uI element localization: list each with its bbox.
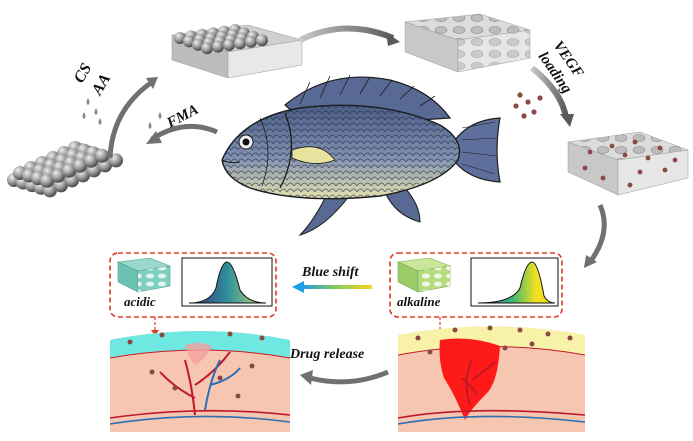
alkaline-scaffold-icon bbox=[396, 257, 452, 293]
blue-shift-bar bbox=[302, 285, 372, 289]
acidic-spectrum-plot bbox=[181, 257, 273, 307]
acidic-label: acidic bbox=[124, 294, 156, 309]
acidic-panel: acidic bbox=[109, 252, 277, 318]
blue-shift-arrowhead bbox=[292, 281, 304, 293]
top-arrow bbox=[298, 25, 395, 43]
cs-aa-arrow bbox=[107, 79, 154, 159]
template-sphere bbox=[234, 37, 246, 50]
template-sphere bbox=[223, 39, 235, 51]
blue-shift-label: Blue shift bbox=[301, 265, 360, 280]
porous-scaffold bbox=[404, 13, 531, 73]
template-sphere bbox=[256, 34, 268, 47]
template-sphere bbox=[245, 35, 257, 48]
acidic-scaffold-icon bbox=[116, 257, 172, 293]
alkaline-panel: alkaline bbox=[389, 252, 563, 318]
template-sphere bbox=[192, 38, 204, 51]
template-sphere bbox=[40, 173, 54, 188]
alkaline-label: alkaline bbox=[397, 294, 441, 309]
template-sphere bbox=[73, 158, 87, 173]
template-sphere bbox=[51, 168, 65, 183]
fma-arrow bbox=[150, 123, 219, 142]
wound-tissue-alkaline bbox=[397, 325, 586, 432]
drug-release-arrow bbox=[309, 369, 389, 385]
down-arrow bbox=[587, 203, 607, 264]
vegf-arrow bbox=[530, 65, 569, 119]
sphere-template-stack bbox=[7, 141, 123, 198]
template-sphere bbox=[183, 35, 195, 48]
template-sphere bbox=[95, 148, 109, 163]
droplet-icon bbox=[82, 98, 162, 129]
wound-tissue-acidic bbox=[109, 331, 291, 432]
template-sphere bbox=[212, 40, 224, 53]
aa-label: AA bbox=[88, 71, 114, 99]
cs-label: CS bbox=[71, 60, 96, 86]
vegf-particles bbox=[513, 92, 543, 119]
template-sphere bbox=[84, 153, 98, 168]
template-spheres-on-slab bbox=[171, 24, 303, 79]
template-sphere bbox=[201, 42, 213, 55]
fish-illustration bbox=[221, 74, 501, 236]
template-sphere bbox=[174, 32, 186, 44]
alkaline-spectrum-plot bbox=[470, 257, 559, 307]
drug-loaded-scaffold bbox=[567, 131, 689, 196]
drug-release-label: Drug release bbox=[289, 347, 364, 362]
template-sphere bbox=[62, 163, 76, 178]
